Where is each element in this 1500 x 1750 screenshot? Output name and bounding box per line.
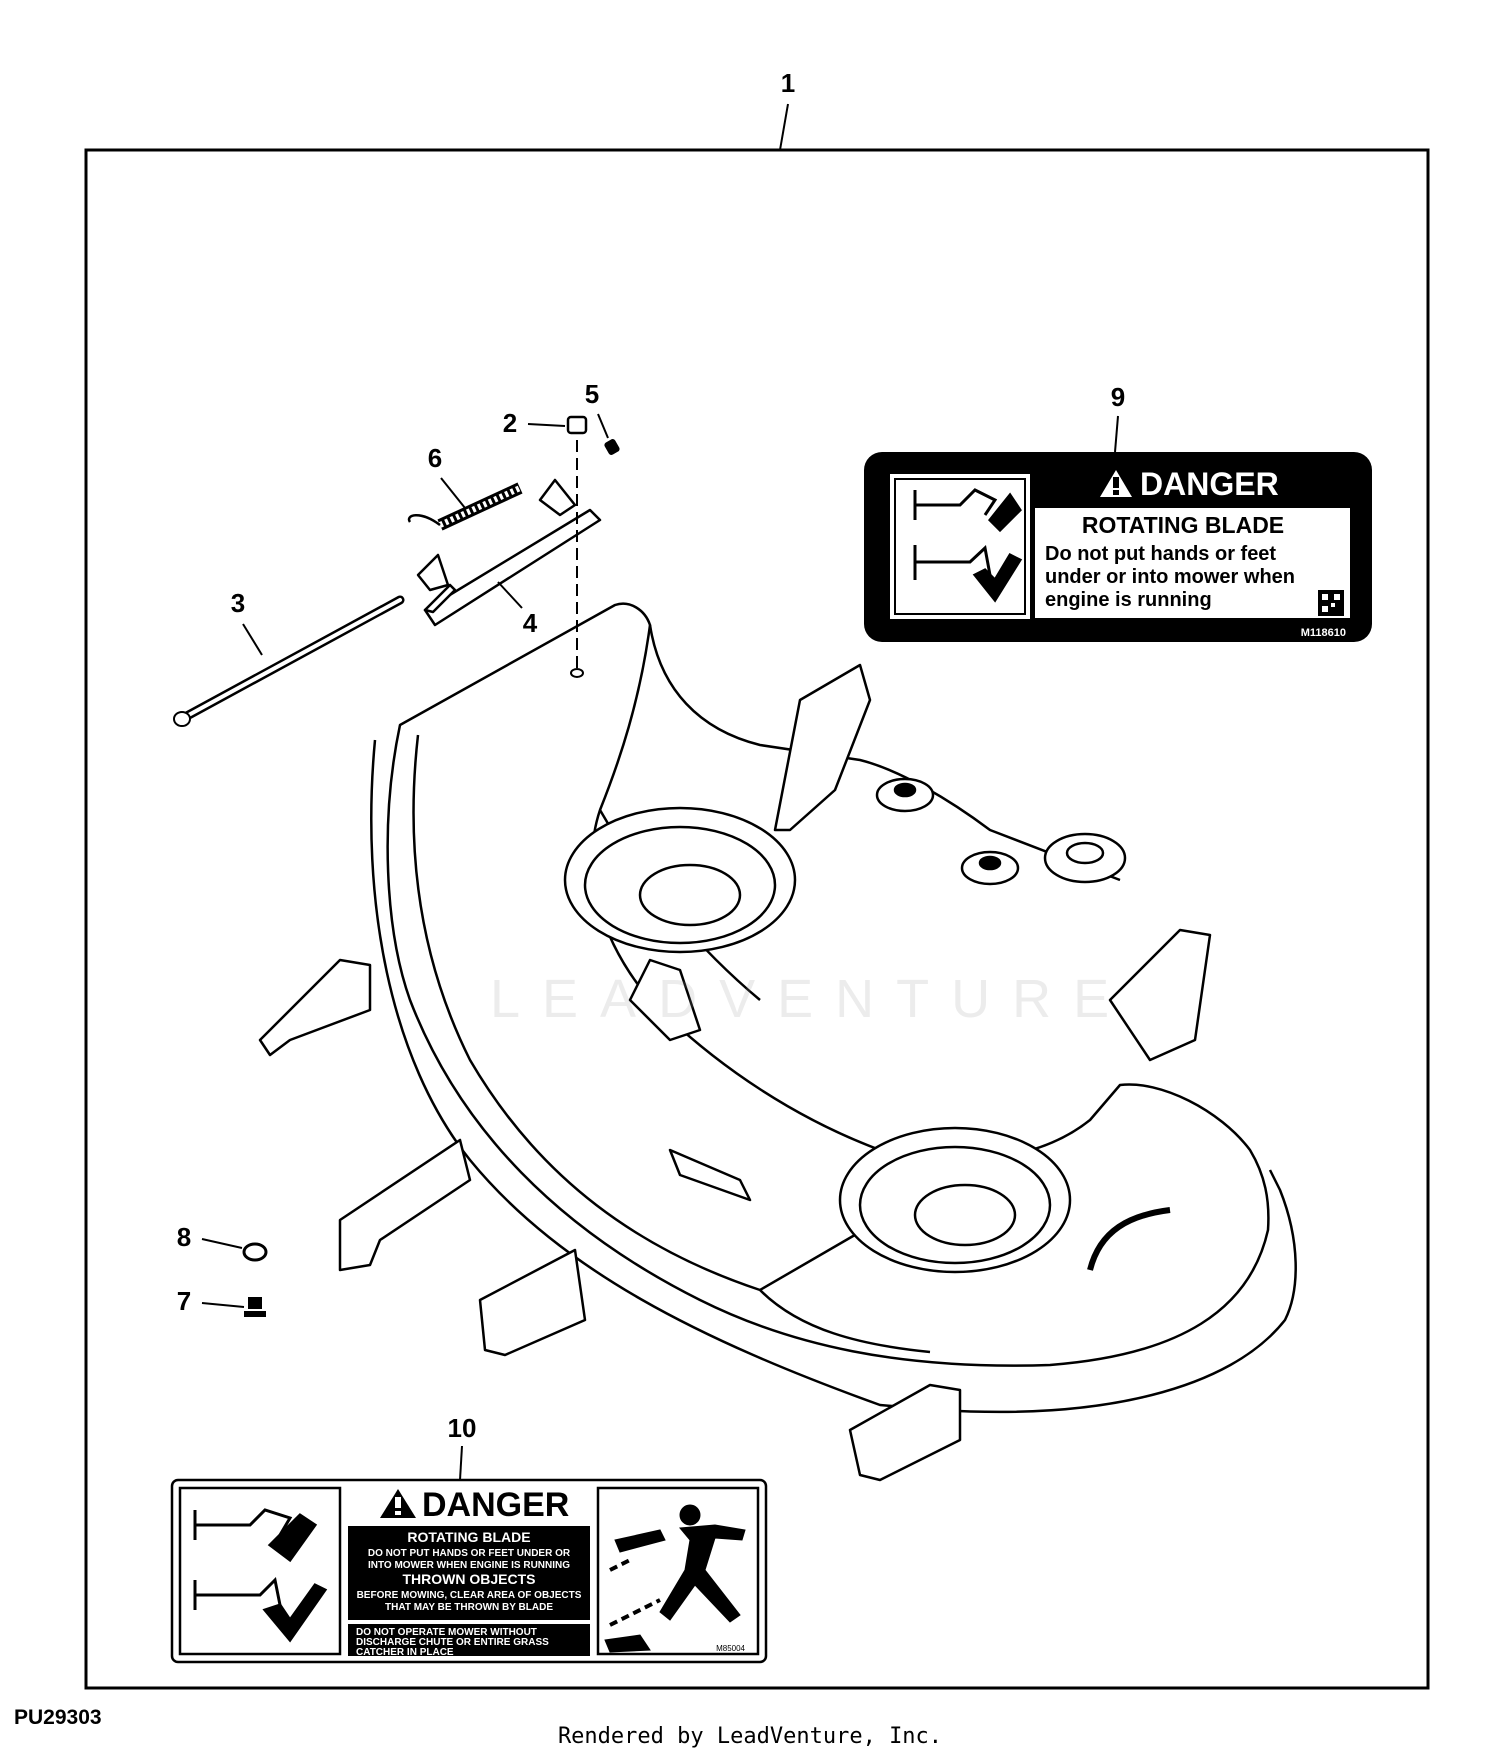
part-3-rod[interactable] <box>173 595 405 727</box>
warning-triangle-icon <box>1100 470 1132 497</box>
spindle-right <box>838 1126 1072 1274</box>
callout-3[interactable]: 3 <box>231 588 263 656</box>
svg-text:4: 4 <box>523 608 538 638</box>
idler-pulleys <box>875 777 1127 886</box>
svg-text:10: 10 <box>448 1413 477 1443</box>
thrown-object-person-icon <box>604 1504 746 1653</box>
diagram-frame <box>84 148 1430 1690</box>
callout-4[interactable]: 4 <box>497 581 538 638</box>
part-2-nut[interactable] <box>566 415 588 435</box>
blade-foot-icon <box>193 1576 328 1643</box>
decal-10-code: M85004 <box>716 1644 745 1653</box>
decal-10-section-3-line-1: DO NOT OPERATE MOWER WITHOUT <box>356 1627 537 1638</box>
callout-1[interactable]: 1 <box>779 68 795 151</box>
blade-foot-icon <box>913 545 1023 603</box>
render-credit: Rendered by LeadVenture, Inc. <box>557 1724 943 1749</box>
watermark: LEADVENTURE <box>490 969 1132 1029</box>
callout-9[interactable]: 9 <box>1111 382 1125 453</box>
callout-8[interactable]: 8 <box>177 1222 243 1252</box>
decal-10-section-2-line-2: THAT MAY BE THROWN BY BLADE <box>385 1602 553 1613</box>
decal-10-section-1-title: ROTATING BLADE <box>407 1529 530 1545</box>
decal-10-danger-label[interactable]: DANGER ROTATING BLADE DO NOT PUT HANDS O… <box>170 1478 768 1664</box>
svg-text:8: 8 <box>177 1222 191 1252</box>
deck-brackets <box>258 663 1212 1482</box>
callout-6[interactable]: 6 <box>428 443 466 509</box>
callout-5[interactable]: 5 <box>585 379 609 439</box>
figure-id: PU29303 <box>14 1706 102 1729</box>
decal-10-section-1-line-1: DO NOT PUT HANDS OR FEET UNDER OR <box>368 1548 571 1559</box>
svg-text:1: 1 <box>781 68 795 98</box>
spindle-left <box>563 806 797 954</box>
decal-9-line-1: Do not put hands or feet <box>1045 543 1276 565</box>
callout-10[interactable]: 10 <box>448 1413 477 1481</box>
decal-10-header: DANGER <box>422 1486 569 1524</box>
svg-text:5: 5 <box>585 379 599 409</box>
decal-10-section-1-line-2: INTO MOWER WHEN ENGINE IS RUNNING <box>368 1560 570 1571</box>
belt-guide <box>1087 1207 1171 1271</box>
warning-triangle-icon <box>380 1489 416 1518</box>
part-4-bracket[interactable] <box>416 478 602 627</box>
decal-9-header: DANGER <box>1140 466 1279 502</box>
decal-10-section-3-line-2: DISCHARGE CHUTE OR ENTIRE GRASS <box>356 1637 549 1648</box>
decal-10-section-2-title: THROWN OBJECTS <box>403 1571 536 1587</box>
part-8-nut[interactable] <box>242 1242 268 1262</box>
decal-9-line-2: under or into mower when <box>1045 566 1295 588</box>
decal-9-line-3: engine is running <box>1045 589 1212 611</box>
svg-text:6: 6 <box>428 443 442 473</box>
decal-9-code: M118610 <box>1301 627 1346 639</box>
svg-text:7: 7 <box>177 1286 191 1316</box>
blade-hand-icon <box>193 1508 318 1563</box>
decal-10-section-3-line-3: CATCHER IN PLACE <box>356 1647 454 1658</box>
decal-9-title: ROTATING BLADE <box>1082 512 1284 538</box>
svg-text:2: 2 <box>503 408 517 438</box>
decal-9-danger-label[interactable]: DANGER ROTATING BLADE Do not put hands o… <box>864 452 1372 642</box>
svg-text:3: 3 <box>231 588 245 618</box>
blade-hand-icon <box>913 488 1022 533</box>
svg-text:9: 9 <box>1111 382 1125 412</box>
callout-7[interactable]: 7 <box>177 1286 245 1316</box>
callout-2[interactable]: 2 <box>503 408 566 438</box>
decal-10-section-2-line-1: BEFORE MOWING, CLEAR AREA OF OBJECTS <box>357 1590 582 1601</box>
part-5-screw[interactable] <box>603 438 620 456</box>
part-7-bolt[interactable] <box>244 1297 266 1317</box>
part-6-spring[interactable] <box>407 482 523 531</box>
mount-hole <box>570 668 584 678</box>
qr-code-icon <box>1318 590 1344 616</box>
